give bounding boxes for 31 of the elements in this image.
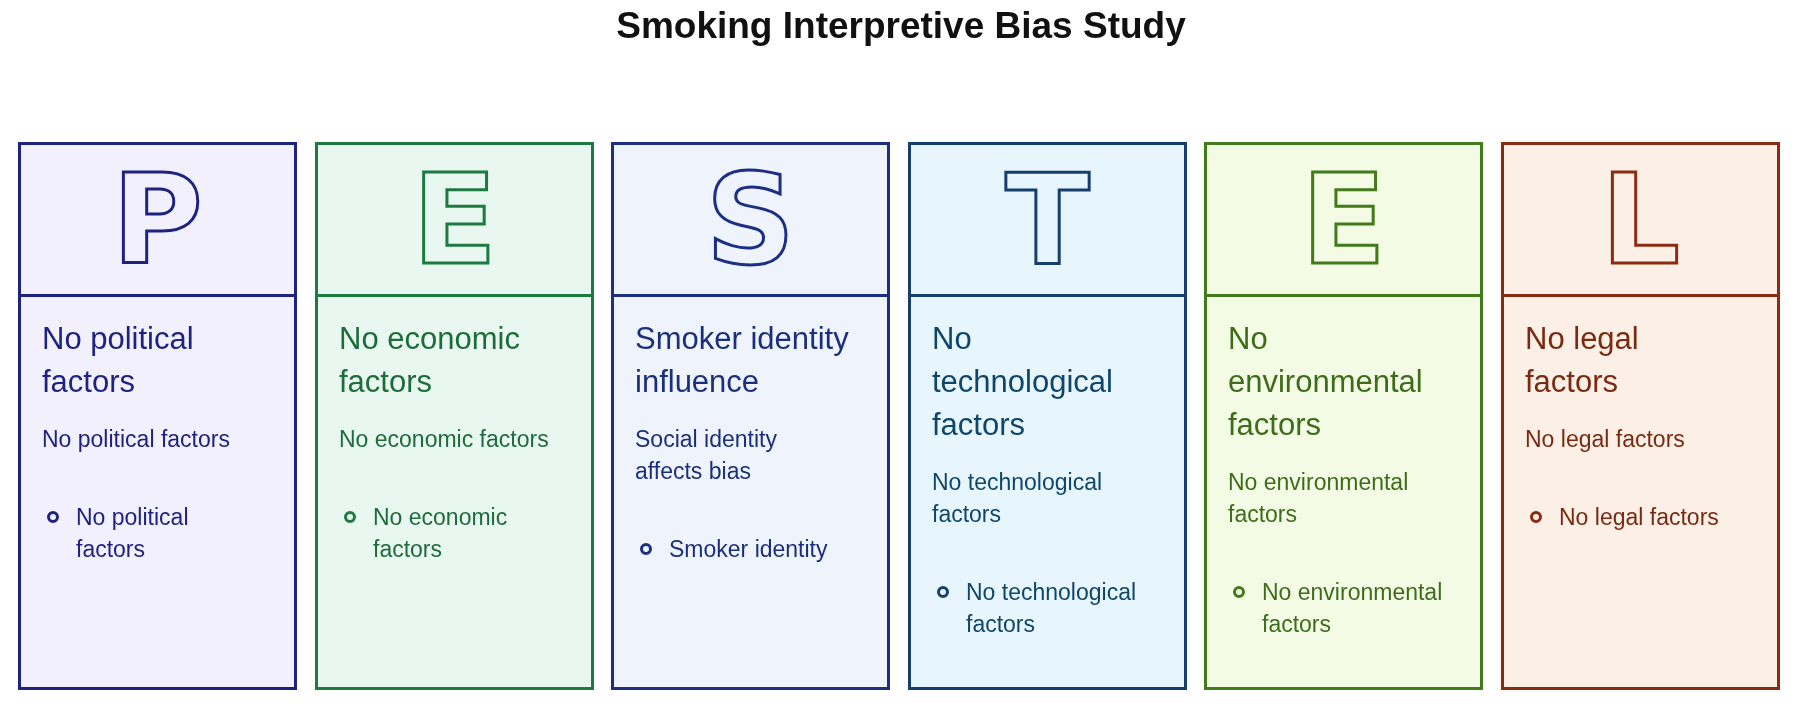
bullet-text: Smoker identity [669,535,828,564]
pestel-card [611,142,890,690]
bullet-text: No economic factors [373,503,509,564]
bullet-text: No environmental factors [1262,578,1444,639]
factor-heading: No political factors [42,320,195,401]
pestel-card [1204,142,1483,690]
pestel-card [1501,142,1780,690]
diagram-title: Smoking Interpretive Bias Study [616,4,1186,48]
factor-description: No political factors [42,425,231,454]
category-letter: P [112,163,203,276]
factor-description: No environmental factors [1228,468,1410,529]
factor-description: Social identity affects bias [635,425,778,486]
category-letter: T [1005,163,1090,276]
category-letter: L [1601,163,1680,276]
factor-heading: Smoker identity influence [635,320,850,401]
pestel-card [315,142,594,690]
factor-heading: No environmental factors [1228,320,1424,444]
bullet-text: No political factors [76,503,190,564]
factor-description: No legal factors [1525,425,1686,454]
factor-heading: No technological factors [932,320,1114,444]
category-letter: S [705,163,796,276]
category-letter: E [412,163,497,276]
pestel-card [18,142,297,690]
factor-heading: No legal factors [1525,320,1640,401]
factor-description: No technological factors [932,468,1104,529]
factor-description: No economic factors [339,425,550,454]
factor-heading: No economic factors [339,320,521,401]
category-letter: E [1301,163,1386,276]
bullet-text: No technological factors [966,578,1138,639]
bullet-text: No legal factors [1559,503,1719,532]
pestel-card [908,142,1187,690]
